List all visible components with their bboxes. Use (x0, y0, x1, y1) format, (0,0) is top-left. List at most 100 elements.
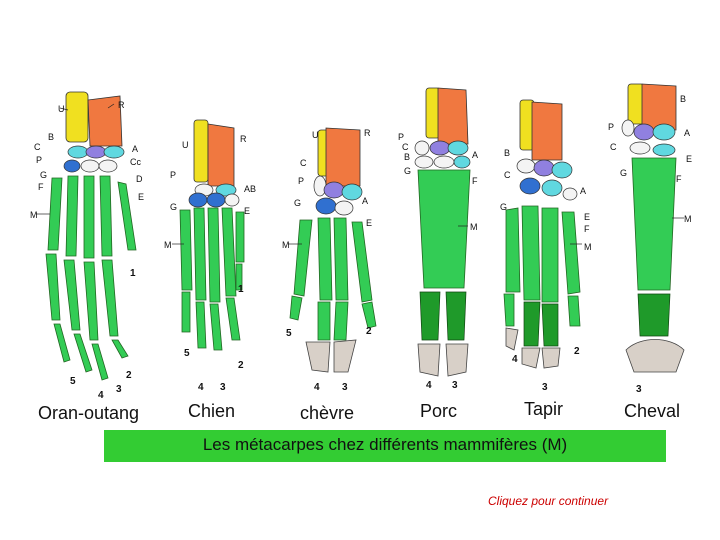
digit-3-cheval: 3 (636, 384, 642, 395)
label-E-orang: E (138, 192, 144, 202)
label-C-porc: C (402, 142, 409, 152)
carpal-tapir-2 (533, 159, 555, 177)
label-C-orang: C (34, 142, 41, 152)
label-M-porc: M (470, 222, 478, 232)
carpal-orang-6 (98, 159, 118, 173)
foot-porc (414, 87, 471, 377)
label-M-chien: M (164, 240, 172, 250)
radius-cheval (641, 83, 677, 131)
carpal-chien-4 (206, 192, 226, 208)
label-G-chevre: G (294, 198, 301, 208)
label-P-porc: P (398, 132, 404, 142)
digit-3-porc: 3 (452, 380, 458, 391)
caption-band: Les métacarpes chez différents mammifère… (104, 430, 666, 462)
carpal-porc-3 (447, 140, 469, 156)
label-C-tapir: C (504, 170, 511, 180)
digit-3-orang: 3 (116, 384, 122, 395)
carpal-porc-2 (429, 140, 451, 156)
carpal-orang-5 (80, 159, 100, 173)
label-A-tapir: A (580, 186, 586, 196)
label-A-chevre: A (362, 196, 368, 206)
label-P-chien: P (170, 170, 176, 180)
animal-name-tapir: Tapir (524, 399, 564, 419)
digit-2-orang: 2 (126, 370, 132, 381)
label-C-chevre: C (300, 158, 307, 168)
label-F-porc: F (472, 176, 478, 186)
label-B-orang: B (48, 132, 54, 142)
label-M-orang: M (30, 210, 38, 220)
label-C-cheval: C (610, 142, 617, 152)
label-R-chien: R (240, 134, 247, 144)
digit-1-chien: 1 (238, 284, 244, 295)
skeleton-diagram: .ul { fill: #f0e020; stroke: #333; strok… (30, 83, 692, 401)
label-B-cheval: B (680, 94, 686, 104)
carpal-cheval-4 (629, 141, 651, 155)
label-AB-chien: AB (244, 184, 256, 194)
digit-2-chien: 2 (238, 360, 244, 371)
metacarpals-chevre (293, 217, 373, 303)
label-B-tapir: B (504, 148, 510, 158)
ulna-orang (65, 91, 89, 143)
label-F-orang: F (38, 182, 44, 192)
carpal-tapir-3 (551, 161, 573, 179)
metacarpal-cheval (631, 157, 677, 291)
carpal-chevre-4 (315, 197, 337, 215)
digit-1-orang: 1 (130, 268, 136, 279)
digit-4-chevre: 4 (314, 382, 320, 393)
label-E-tapir: E (584, 212, 590, 222)
carpal-orang-3 (103, 145, 125, 159)
digit-4-chien: 4 (198, 382, 204, 393)
phalanges-chien (181, 263, 243, 351)
leader-lines (36, 103, 684, 245)
label-M-cheval: M (684, 214, 692, 224)
label-U-orang: U (58, 104, 65, 114)
continue-link[interactable]: Cliquez pour continuer (488, 494, 609, 508)
carpal-cheval-2 (633, 123, 655, 141)
label-P-cheval: P (608, 122, 614, 132)
animal-name-chien: Chien (188, 401, 236, 421)
ulna-chien (193, 119, 209, 183)
label-A-porc: A (472, 150, 478, 160)
digit-5-chevre: 5 (286, 328, 292, 339)
digit-3-chien: 3 (220, 382, 226, 393)
phalanges-chevre (289, 295, 377, 373)
label-U-chien: U (182, 140, 189, 150)
carpal-porc-5 (433, 155, 455, 169)
paw-chien (179, 119, 245, 351)
carpal-cheval-3 (652, 123, 676, 141)
radius-tapir (531, 101, 563, 161)
label-P-orang: P (36, 155, 42, 165)
label-G-orang: G (40, 170, 47, 180)
carpal-tapir-1 (516, 158, 536, 174)
foot-cheval (621, 83, 685, 373)
digit-2-tapir: 2 (574, 346, 580, 357)
animal-name-cheval: Cheval (624, 401, 681, 421)
radius-chien (207, 123, 235, 187)
hand-orang (45, 91, 137, 381)
digit-3-chevre: 3 (342, 382, 348, 393)
digit-5-orang: 5 (70, 376, 76, 387)
metacarpal-porc (417, 169, 471, 289)
label-D-orang: D (136, 174, 143, 184)
animal-name-orang: Oran-outang (38, 403, 140, 423)
carpal-chien-5 (224, 193, 240, 207)
carpal-tapir-5 (541, 179, 563, 197)
carpal-chien-2 (215, 183, 237, 197)
digit-numbers: 1 2 3 4 5 1 2 3 4 5 2 3 4 5 3 4 2 3 4 3 (70, 268, 642, 401)
carpal-chevre-3 (341, 183, 363, 201)
label-F-cheval: F (676, 174, 682, 184)
label-M-chevre: M (282, 240, 290, 250)
label-P-chevre: P (298, 176, 304, 186)
phalanges-porc (417, 291, 469, 377)
label-A-orang: A (132, 144, 138, 154)
carpal-orang-4 (63, 159, 81, 173)
label-E-cheval: E (686, 154, 692, 164)
label-M-tapir: M (584, 242, 592, 252)
digit-4-tapir: 4 (512, 354, 518, 365)
label-A-cheval: A (684, 128, 690, 138)
carpal-chien-3 (188, 192, 208, 208)
carpal-tapir-6 (562, 187, 578, 201)
carpal-porc-6 (453, 155, 471, 169)
digit-4-orang: 4 (98, 390, 104, 401)
label-G-chien: G (170, 202, 177, 212)
